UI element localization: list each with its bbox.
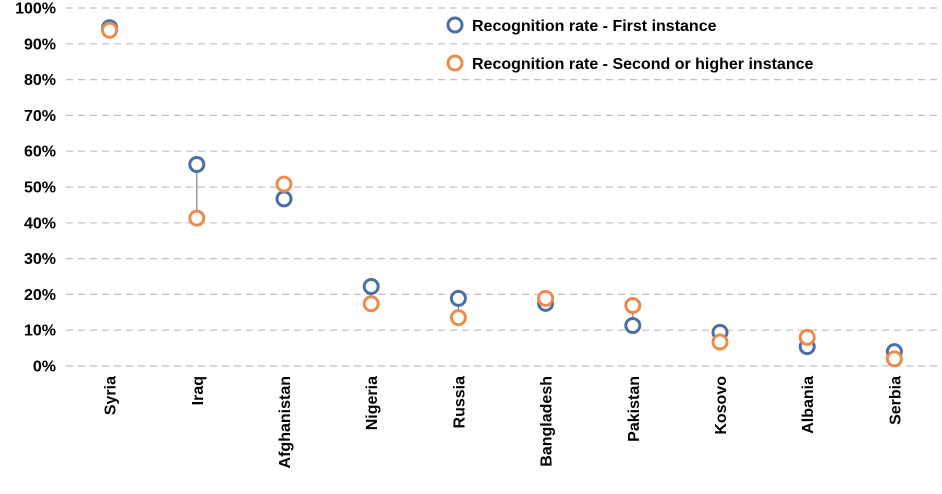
x-tick-label-albania: Albania <box>800 376 817 434</box>
marker-series2-nigeria <box>362 295 380 313</box>
legend-marker-series2 <box>446 54 464 72</box>
legend-label-series1: Recognition rate - First instance <box>472 18 717 35</box>
marker-series2-albania <box>798 328 816 346</box>
marker-series2-iraq <box>188 209 206 227</box>
y-tick-label: 40% <box>24 215 56 232</box>
marker-series1-iraq <box>188 155 206 173</box>
marker-series2-russia <box>449 309 467 327</box>
x-tick-label-kosovo: Kosovo <box>713 376 730 435</box>
grid-layer <box>66 7 938 367</box>
legend-marker-series1 <box>446 16 464 34</box>
y-tick-label: 0% <box>33 359 56 376</box>
marker-series1-nigeria <box>362 278 380 296</box>
y-tick-label: 80% <box>24 72 56 89</box>
marker-series2-pakistan <box>624 296 642 314</box>
x-tick-label-bangladesh: Bangladesh <box>539 376 556 467</box>
x-tick-label-pakistan: Pakistan <box>626 376 643 442</box>
y-tick-label: 60% <box>24 144 56 161</box>
y-axis: 0% 10% 20% 30% 40% 50% 60% 70% 80% 90% 100% <box>15 1 56 376</box>
connector-layer <box>196 171 634 319</box>
marker-series2-syria <box>101 21 119 39</box>
marker-series2-kosovo <box>711 333 729 351</box>
marker-layer <box>101 19 903 368</box>
legend-label-series2: Recognition rate - Second or higher inst… <box>472 56 813 73</box>
x-tick-label-nigeria: Nigeria <box>364 376 381 430</box>
y-tick-label: 20% <box>24 287 56 304</box>
y-tick-label: 50% <box>24 180 56 197</box>
x-tick-label-russia: Russia <box>451 376 468 429</box>
marker-series2-afghanistan <box>275 175 293 193</box>
x-axis: Syria Iraq Afghanistan Nigeria Russia Banglad… <box>103 376 905 469</box>
marker-series2-bangladesh <box>537 289 555 307</box>
y-tick-label: 10% <box>24 323 56 340</box>
y-tick-label: 30% <box>24 251 56 268</box>
x-tick-label-iraq: Iraq <box>190 376 207 405</box>
y-tick-label: 90% <box>24 36 56 53</box>
legend: Recognition rate - First instanceRecogni… <box>446 16 813 73</box>
marker-series2-serbia <box>885 350 903 368</box>
marker-series1-russia <box>449 289 467 307</box>
x-tick-label-afghanistan: Afghanistan <box>277 376 294 468</box>
marker-series1-afghanistan <box>275 190 293 208</box>
x-tick-label-serbia: Serbia <box>887 376 904 425</box>
x-tick-label-syria: Syria <box>103 376 120 415</box>
y-tick-label: 100% <box>15 1 56 18</box>
y-tick-label: 70% <box>24 108 56 125</box>
marker-series1-pakistan <box>624 317 642 335</box>
